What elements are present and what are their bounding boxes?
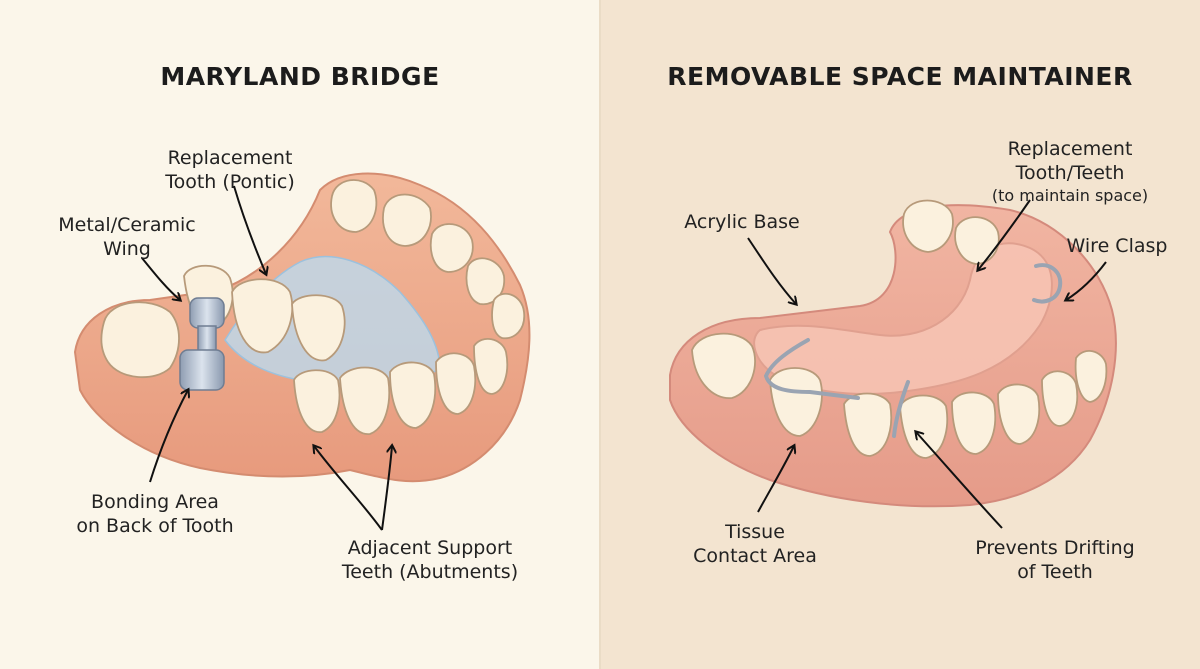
- arrow-pontic: [233, 185, 266, 274]
- arrow-abutment-1: [314, 446, 383, 531]
- arrow-drifting: [916, 432, 1003, 529]
- label-metal-ceramic-wing: Metal/Ceramic Wing: [58, 214, 196, 260]
- panel-divider: [599, 0, 601, 669]
- arrow-abutment-2: [381, 446, 392, 531]
- metal-wing: [179, 297, 225, 391]
- wire-clasps: [763, 263, 1063, 438]
- label-replacement-tooth-pontic: Replacement Tooth (Pontic): [165, 147, 295, 193]
- label-replacement-note: (to maintain space): [991, 186, 1149, 205]
- arrow-acrylic: [747, 237, 796, 304]
- right-pointer-arrows: [747, 199, 1107, 529]
- back-teeth: [330, 179, 526, 340]
- back-teeth-right: [902, 199, 1000, 265]
- arrow-clasp: [1066, 261, 1107, 300]
- label-wire-clasp: Wire Clasp: [1066, 235, 1168, 257]
- arrow-tissue: [757, 446, 794, 513]
- abutment-teeth: [293, 338, 509, 435]
- arrow-replacement: [978, 199, 1031, 270]
- label-prevents-drifting: Prevents Drifting of Teeth: [975, 537, 1135, 583]
- maryland-bridge-title: MARYLAND BRIDGE: [160, 62, 440, 91]
- arrow-bonding: [149, 390, 188, 483]
- label-tissue-contact-area: Tissue Contact Area: [693, 521, 817, 567]
- arrow-wing: [141, 257, 180, 300]
- space-maintainer-title: REMOVABLE SPACE MAINTAINER: [667, 62, 1133, 91]
- left-molar: [100, 301, 180, 379]
- pontic-teeth: [183, 264, 346, 362]
- left-pointer-arrows: [141, 185, 392, 531]
- space-maintainer-illustration: [669, 199, 1117, 529]
- maryland-bridge-illustration: [73, 172, 531, 531]
- front-teeth-right: [691, 332, 1108, 459]
- label-bonding-area: Bonding Area on Back of Tooth: [76, 491, 234, 537]
- label-acrylic-base: Acrylic Base: [684, 211, 800, 233]
- label-replacement-tooth-teeth: Replacement Tooth/Teeth (to maintain spa…: [975, 137, 1165, 207]
- label-adjacent-support-teeth: Adjacent Support Teeth (Abutments): [341, 537, 519, 583]
